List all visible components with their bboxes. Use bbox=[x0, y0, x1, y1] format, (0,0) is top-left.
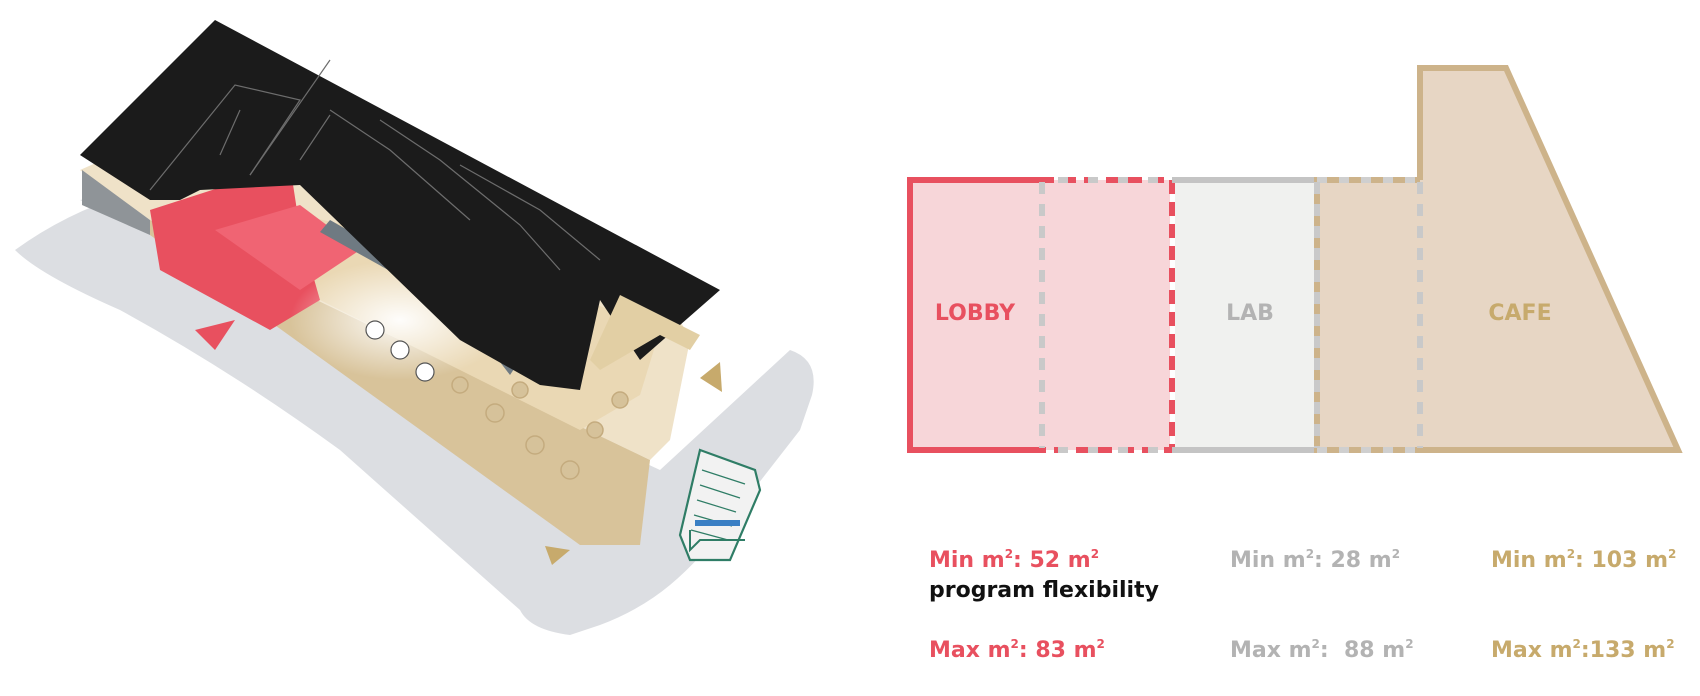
lab-area-stats: Min m2: 28 m2 Max m2: 88 m2 bbox=[1230, 486, 1414, 696]
program-diagram: LOBBY LAB CAFE bbox=[15, 20, 1683, 635]
counter bbox=[320, 220, 520, 375]
cafe-entrance-arrow-top bbox=[700, 362, 722, 392]
lobby-outline-dashed bbox=[1040, 177, 1175, 453]
building-side-wall bbox=[82, 170, 150, 235]
cafe-max-area: Max m2:133 m2 bbox=[1491, 637, 1675, 663]
cafe-label: CAFE bbox=[1488, 301, 1551, 326]
cafe-dash-overlay bbox=[1317, 177, 1420, 453]
fans bbox=[365, 320, 435, 382]
lab-min-area: Min m2: 28 m2 bbox=[1230, 547, 1401, 573]
diagram-caption: program flexibility bbox=[929, 578, 1159, 603]
lobby-outline-solid bbox=[907, 177, 1040, 453]
lobby-label: LOBBY bbox=[935, 301, 1016, 326]
cafe-block bbox=[1317, 68, 1678, 450]
lobby-max-area: Max m2: 83 m2 bbox=[929, 637, 1105, 663]
lobby-min-area: Min m2: 52 m2 bbox=[929, 547, 1100, 573]
roof-black bbox=[80, 20, 720, 390]
cafe-outline-solid bbox=[1417, 65, 1683, 453]
cafe-furniture bbox=[451, 376, 629, 480]
roof-lines bbox=[149, 59, 601, 271]
lab-max-area: Max m2: 88 m2 bbox=[1230, 637, 1414, 663]
lab-label: LAB bbox=[1226, 301, 1274, 326]
program-blocks: LOBBY LAB CAFE bbox=[907, 65, 1683, 453]
cafe-entrance-arrow-bottom bbox=[545, 546, 570, 565]
building-wall-cream bbox=[590, 295, 700, 370]
cafe-min-area: Min m2: 103 m2 bbox=[1491, 547, 1677, 573]
lobby-red-volume bbox=[150, 165, 320, 330]
cafe-area-stats: Min m2: 103 m2 Max m2:133 m2 bbox=[1491, 486, 1676, 696]
axonometric-model bbox=[15, 20, 814, 635]
lab-outline bbox=[1172, 177, 1317, 453]
lobby-entrance-arrow bbox=[195, 320, 235, 350]
lobby-red-floor bbox=[215, 205, 360, 290]
lab-block bbox=[1175, 180, 1315, 450]
stairs bbox=[678, 448, 762, 562]
